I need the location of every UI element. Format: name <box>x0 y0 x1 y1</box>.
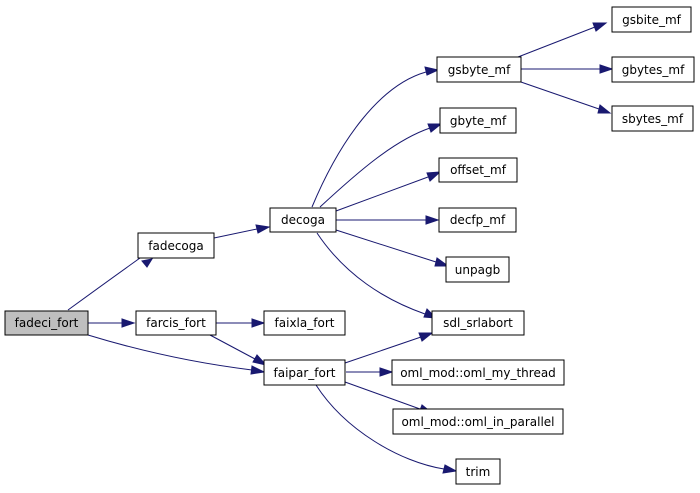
node-sbytes_mf[interactable]: sbytes_mf <box>611 105 694 132</box>
node-unpagb[interactable]: unpagb <box>445 256 510 283</box>
edge-fadeci_fort-farcis_fort <box>88 318 136 328</box>
edge-fadeci_fort-fadecoga <box>67 257 154 311</box>
edge-fadecoga-decoga <box>213 224 271 239</box>
node-gbytes_mf[interactable]: gbytes_mf <box>611 56 695 83</box>
node-label: unpagb <box>455 263 500 277</box>
node-trim[interactable]: trim <box>455 458 501 485</box>
node-label: fadeci_fort <box>15 316 79 330</box>
edge-gsbyte_mf-gbytes_mf <box>521 64 614 74</box>
edge-decoga-offset_mf <box>335 171 442 212</box>
node-decfp_mf[interactable]: decfp_mf <box>438 207 517 233</box>
edge-faipar_fort-oml_my_thread <box>346 367 394 377</box>
node-offset_mf[interactable]: offset_mf <box>438 157 518 183</box>
node-fadecoga[interactable]: fadecoga <box>137 232 215 259</box>
node-decoga[interactable]: decoga <box>269 207 337 233</box>
node-label: gsbite_mf <box>622 13 682 27</box>
node-farcis_fort[interactable]: farcis_fort <box>135 310 217 336</box>
node-label: gsbyte_mf <box>448 63 511 77</box>
node-oml_in_parallel[interactable]: oml_mod::oml_in_parallel <box>392 408 564 435</box>
node-label: fadecoga <box>148 239 204 253</box>
node-label: sdl_srlabort <box>443 316 513 330</box>
edge-fadeci_fort-faipar_fort <box>87 334 266 375</box>
node-label: sbytes_mf <box>622 112 684 126</box>
node-fadeci_fort[interactable]: fadeci_fort <box>4 310 89 336</box>
node-label: decfp_mf <box>450 213 506 227</box>
node-label: gbytes_mf <box>622 63 685 77</box>
edge-decoga-sdl_srlabort <box>316 232 438 319</box>
node-gsbyte_mf[interactable]: gsbyte_mf <box>436 56 522 83</box>
node-label: gbyte_mf <box>450 114 507 128</box>
edge-gsbyte_mf-sbytes_mf <box>517 80 612 114</box>
edge-farcis_fort-faixla_fort <box>214 318 266 328</box>
edge-decoga-gsbyte_mf <box>311 66 440 208</box>
node-label: farcis_fort <box>146 316 206 330</box>
edge-decoga-gbyte_mf <box>319 123 443 208</box>
node-faixla_fort[interactable]: faixla_fort <box>263 310 346 336</box>
edge-decoga-unpagb <box>335 229 450 267</box>
node-oml_my_thread[interactable]: oml_mod::oml_my_thread <box>391 359 565 386</box>
node-faipar_fort[interactable]: faipar_fort <box>263 359 346 386</box>
edge-decoga-decfp_mf <box>336 215 440 225</box>
node-label: oml_mod::oml_my_thread <box>400 366 556 380</box>
nodes: fadeci_fort fadecoga farcis_fort faipar_… <box>4 6 695 485</box>
edge-faipar_fort-oml_in_parallel <box>344 381 434 414</box>
node-gbyte_mf[interactable]: gbyte_mf <box>439 107 517 134</box>
node-label: trim <box>466 465 491 479</box>
edge-farcis_fort-faipar_fort <box>209 334 268 366</box>
node-label: decoga <box>281 213 325 227</box>
edge-faipar_fort-sdl_srlabort <box>344 332 434 364</box>
node-label: faipar_fort <box>273 366 335 380</box>
node-sdl_srlabort[interactable]: sdl_srlabort <box>431 310 525 336</box>
edge-faipar_fort-trim <box>315 384 458 474</box>
node-label: offset_mf <box>450 163 507 177</box>
node-label: oml_mod::oml_in_parallel <box>401 415 554 429</box>
edge-gsbyte_mf-gsbite_mf <box>517 22 608 58</box>
node-label: faixla_fort <box>275 316 335 330</box>
node-gsbite_mf[interactable]: gsbite_mf <box>611 6 692 33</box>
